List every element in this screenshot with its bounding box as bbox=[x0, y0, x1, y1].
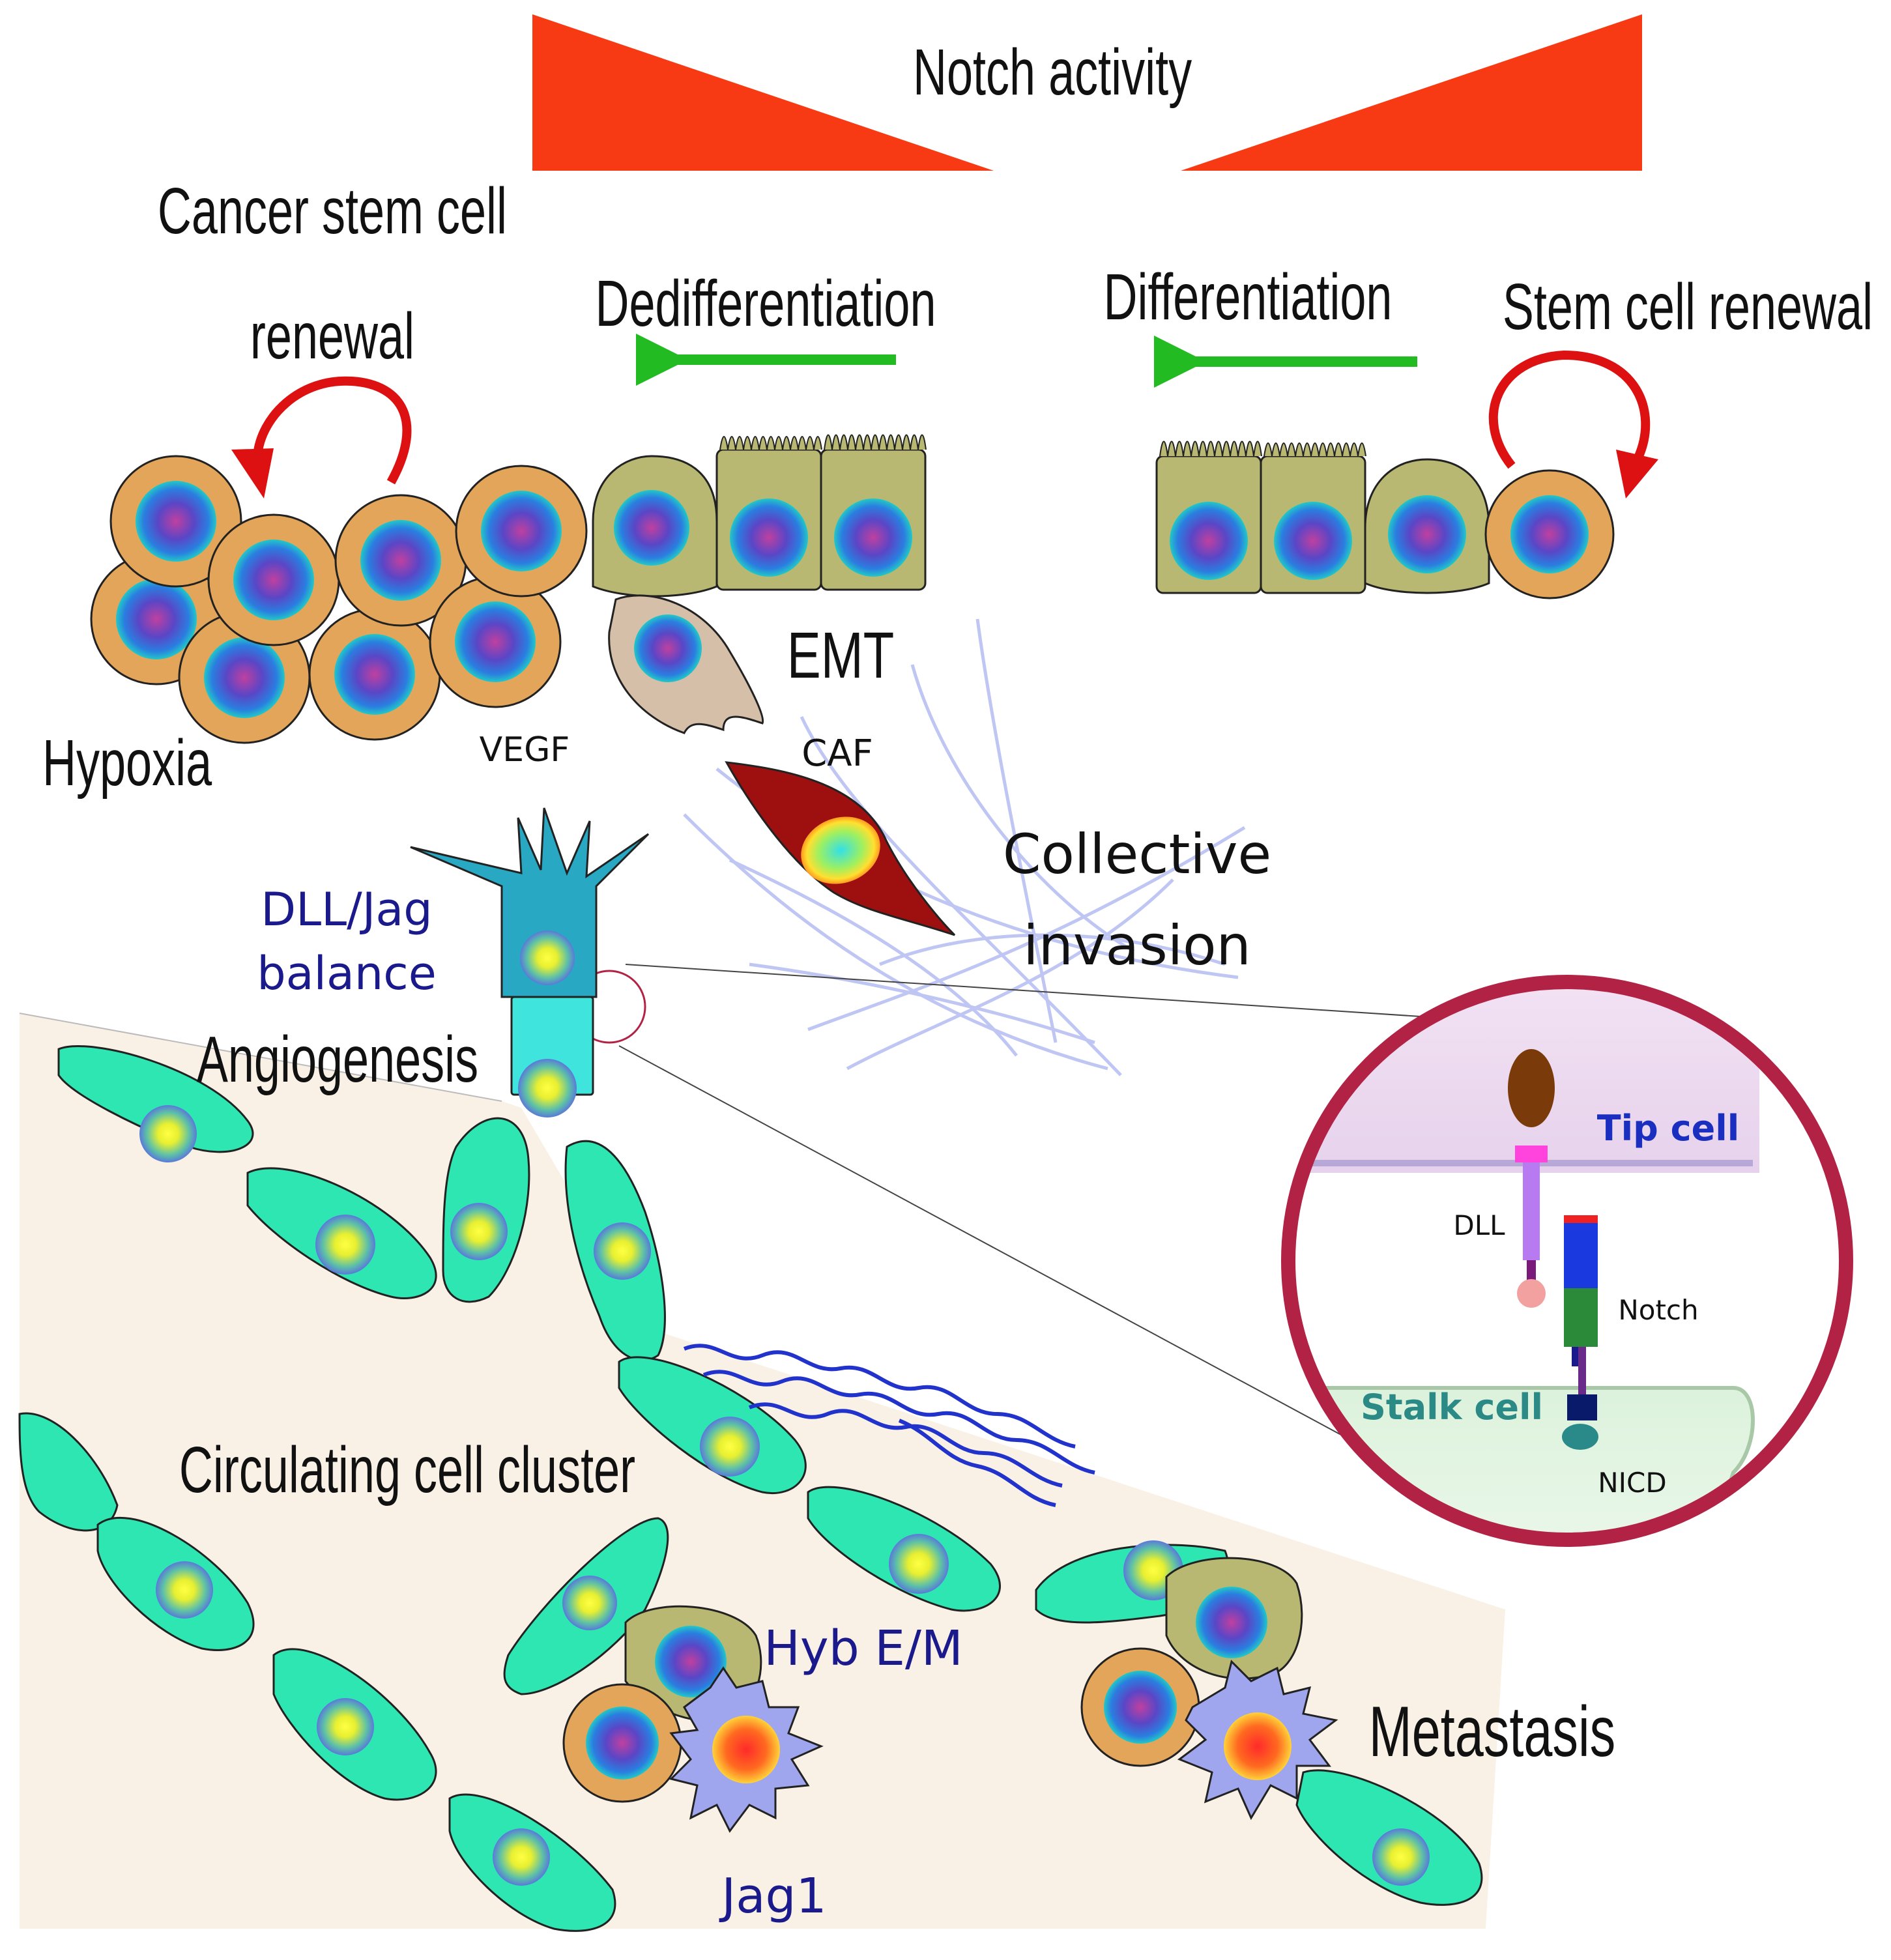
epithelial-cell bbox=[1165, 1557, 1303, 1680]
metastasis-cluster bbox=[1080, 1557, 1338, 1821]
epithelial-round-cell bbox=[1364, 458, 1490, 594]
inset-nicd-label: NICD bbox=[1598, 1467, 1666, 1499]
notch-wedge-right bbox=[1181, 14, 1642, 171]
epithelial-round-cell bbox=[592, 455, 718, 598]
endothelial-cell bbox=[1295, 1769, 1483, 1906]
hypoxia-label: Hypoxia bbox=[42, 727, 212, 799]
dll-jag-balance-label: balance bbox=[257, 947, 437, 1000]
vegf-label: VEGF bbox=[480, 730, 570, 770]
dedifferentiating-epithelium bbox=[592, 434, 927, 598]
hybrid-em-cell bbox=[669, 1666, 824, 1833]
hybrid-em-cell bbox=[1177, 1660, 1338, 1821]
cancer-renewal-arrow bbox=[231, 376, 412, 498]
cancer-stem-cell-cluster bbox=[90, 455, 588, 744]
epithelial-columnar-cell bbox=[1155, 440, 1262, 594]
inset-tip-cell-label: Tip cell bbox=[1597, 1108, 1739, 1149]
vessel-edge-line bbox=[19, 1013, 502, 1102]
endothelial-cell bbox=[448, 1793, 616, 1932]
stem-renewal-arrow bbox=[1488, 350, 1658, 498]
cancer-cell bbox=[562, 1683, 682, 1803]
notch-activity-label: Notch activity bbox=[913, 36, 1192, 108]
endothelial-cell bbox=[503, 1517, 669, 1695]
differentiation-label: Differentiation bbox=[1104, 261, 1393, 333]
differentiating-epithelium bbox=[1155, 440, 1615, 599]
cancer-cell bbox=[334, 494, 467, 627]
extracellular-fibers bbox=[683, 618, 1246, 1076]
circulating-cell-cluster-label: Circulating cell cluster bbox=[179, 1434, 635, 1506]
zoom-lines bbox=[618, 964, 1421, 1454]
endothelial-cell bbox=[618, 1356, 807, 1494]
angiogenesis-label: Angiogenesis bbox=[197, 1023, 478, 1095]
angiogenic-sprout bbox=[410, 807, 650, 1117]
stem-cell-renewal-label: Stem cell renewal bbox=[1503, 270, 1873, 343]
endothelial-cell bbox=[564, 1140, 666, 1361]
circulating-cluster-left bbox=[562, 1605, 824, 1833]
cancer-cell bbox=[1080, 1647, 1200, 1767]
endothelial-cell bbox=[246, 1167, 437, 1299]
cancer-cell bbox=[455, 465, 588, 598]
notch-receptor bbox=[1562, 1215, 1598, 1450]
stem-cell bbox=[1484, 469, 1615, 599]
cancer-cell bbox=[429, 575, 562, 708]
emt-label: EMT bbox=[787, 620, 895, 693]
collective-invasion-label: Collective bbox=[1003, 822, 1271, 886]
emt-cell bbox=[608, 594, 764, 734]
cancer-cell bbox=[308, 608, 441, 741]
inset-notch-label: Notch bbox=[1618, 1294, 1698, 1326]
epithelial-columnar-cell bbox=[1260, 442, 1366, 594]
caf-cell bbox=[725, 761, 956, 936]
endothelial-cell bbox=[442, 1117, 530, 1303]
cancer-stem-cell-label: Cancer stem cell bbox=[158, 175, 507, 247]
dll-jag-label: DLL/Jag bbox=[261, 883, 432, 936]
epithelial-cell bbox=[624, 1605, 762, 1723]
endothelial-cell bbox=[272, 1648, 437, 1801]
jag1-label: Jag1 bbox=[719, 1868, 826, 1924]
endothelial-cell bbox=[807, 1486, 1001, 1612]
labels: Notch activity Cancer stem cell renewal … bbox=[42, 36, 1873, 1924]
collective-invasion-label-2: invasion bbox=[1023, 914, 1251, 977]
caf-label: CAF bbox=[801, 732, 873, 775]
dedifferentiation-label: Dedifferentiation bbox=[596, 267, 936, 339]
endothelial-cells bbox=[18, 1045, 1483, 1932]
collagen-bundle bbox=[683, 1344, 1095, 1507]
hyb-em-label: Hyb E/M bbox=[764, 1621, 962, 1677]
endothelial-cell bbox=[57, 1045, 254, 1162]
notch-activity-gradient bbox=[532, 14, 1642, 171]
cancer-cell bbox=[207, 513, 340, 646]
epithelial-columnar-cell bbox=[820, 434, 927, 591]
inset-stalk-cell-label: Stalk cell bbox=[1361, 1387, 1543, 1428]
tip-cell bbox=[410, 807, 650, 998]
cancer-stem-cell-renewal-label: renewal bbox=[250, 300, 414, 372]
notch-wedge-left bbox=[532, 14, 994, 171]
dll-ligand bbox=[1508, 1049, 1555, 1308]
inset-dll-label: DLL bbox=[1453, 1209, 1505, 1241]
tip-stalk-inset bbox=[1281, 975, 1853, 1547]
epithelial-columnar-cell bbox=[715, 436, 822, 591]
endothelial-cell bbox=[96, 1516, 255, 1651]
metastasis-label: Metastasis bbox=[1369, 1692, 1615, 1772]
cancer-cell bbox=[109, 455, 242, 588]
